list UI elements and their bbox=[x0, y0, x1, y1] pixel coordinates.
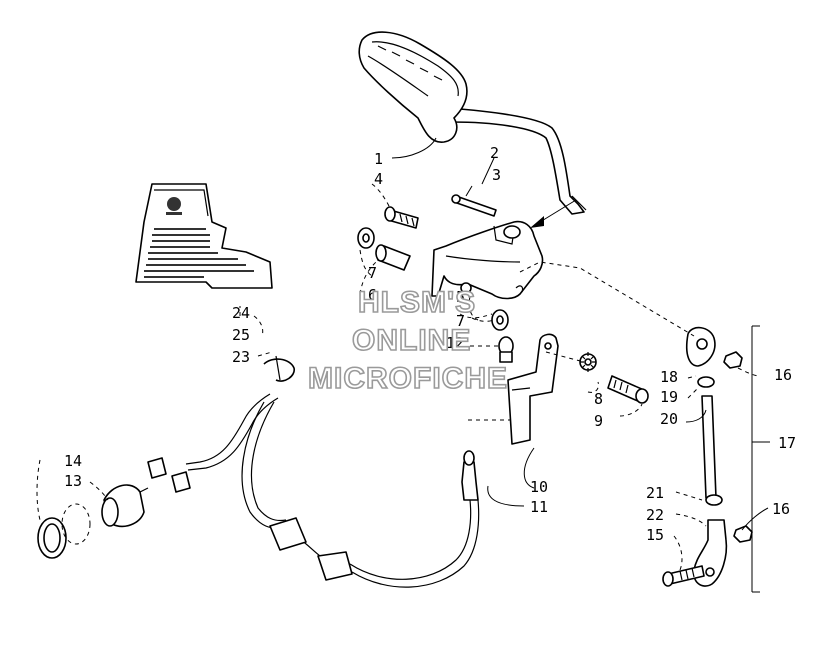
leader-lines bbox=[36, 137, 769, 571]
callout-13: 13 bbox=[64, 472, 82, 490]
callout-8: 8 bbox=[594, 390, 603, 408]
callout-24: 24 bbox=[232, 304, 250, 322]
callout-10: 10 bbox=[530, 478, 548, 496]
shift-plate bbox=[507, 333, 559, 445]
lever-bracket bbox=[431, 220, 544, 300]
watermark-line-1: HLSM'S bbox=[358, 286, 476, 319]
callout-1: 1 bbox=[374, 150, 383, 168]
callout-19: 19 bbox=[660, 388, 678, 406]
callout-2: 2 bbox=[490, 144, 499, 162]
callout-17: 17 bbox=[778, 434, 796, 452]
wiring-harness bbox=[147, 355, 480, 588]
callout-11: 11 bbox=[530, 498, 548, 516]
bolt-4 bbox=[384, 206, 419, 229]
bushing-6 bbox=[375, 244, 411, 271]
bracket-17 bbox=[751, 325, 770, 593]
washer-7-lower bbox=[491, 309, 509, 331]
washer-7-upper bbox=[357, 227, 375, 249]
linkage-assembly bbox=[662, 326, 753, 587]
watermark-line-3: MICROFICHE bbox=[308, 362, 508, 395]
pin-3 bbox=[451, 194, 497, 217]
warning-decal bbox=[135, 183, 273, 289]
shift-lever bbox=[358, 31, 587, 215]
attachment-arrow bbox=[530, 199, 577, 228]
callout-18: 18 bbox=[660, 368, 678, 386]
callout-7-upper: 7 bbox=[368, 264, 377, 282]
callout-22: 22 bbox=[646, 506, 664, 524]
callout-21: 21 bbox=[646, 484, 664, 502]
watermark-line-2: ONLINE bbox=[352, 324, 471, 357]
callout-16-lower: 16 bbox=[772, 500, 790, 518]
bolt-9 bbox=[607, 375, 649, 404]
callout-5: 5 bbox=[456, 288, 465, 306]
callout-25: 25 bbox=[232, 326, 250, 344]
star-washer-8 bbox=[579, 352, 597, 372]
callout-6: 6 bbox=[368, 286, 377, 304]
socket-assembly bbox=[37, 484, 149, 559]
callout-labels: 1 2 3 4 5 6 7 7 8 9 10 11 12 13 14 15 16… bbox=[64, 144, 796, 544]
callout-20: 20 bbox=[660, 410, 678, 428]
watermark: HLSM'S ONLINE MICROFICHE bbox=[307, 285, 508, 396]
ball-stud-12 bbox=[498, 336, 514, 363]
callout-15: 15 bbox=[646, 526, 664, 544]
callout-3: 3 bbox=[492, 166, 501, 184]
callout-7-lower: 7 bbox=[456, 312, 465, 330]
callout-16-upper: 16 bbox=[774, 366, 792, 384]
callout-23: 23 bbox=[232, 348, 250, 366]
callout-14: 14 bbox=[64, 452, 82, 470]
callout-9: 9 bbox=[594, 412, 603, 430]
callout-12: 12 bbox=[446, 334, 464, 352]
callout-4: 4 bbox=[374, 170, 383, 188]
